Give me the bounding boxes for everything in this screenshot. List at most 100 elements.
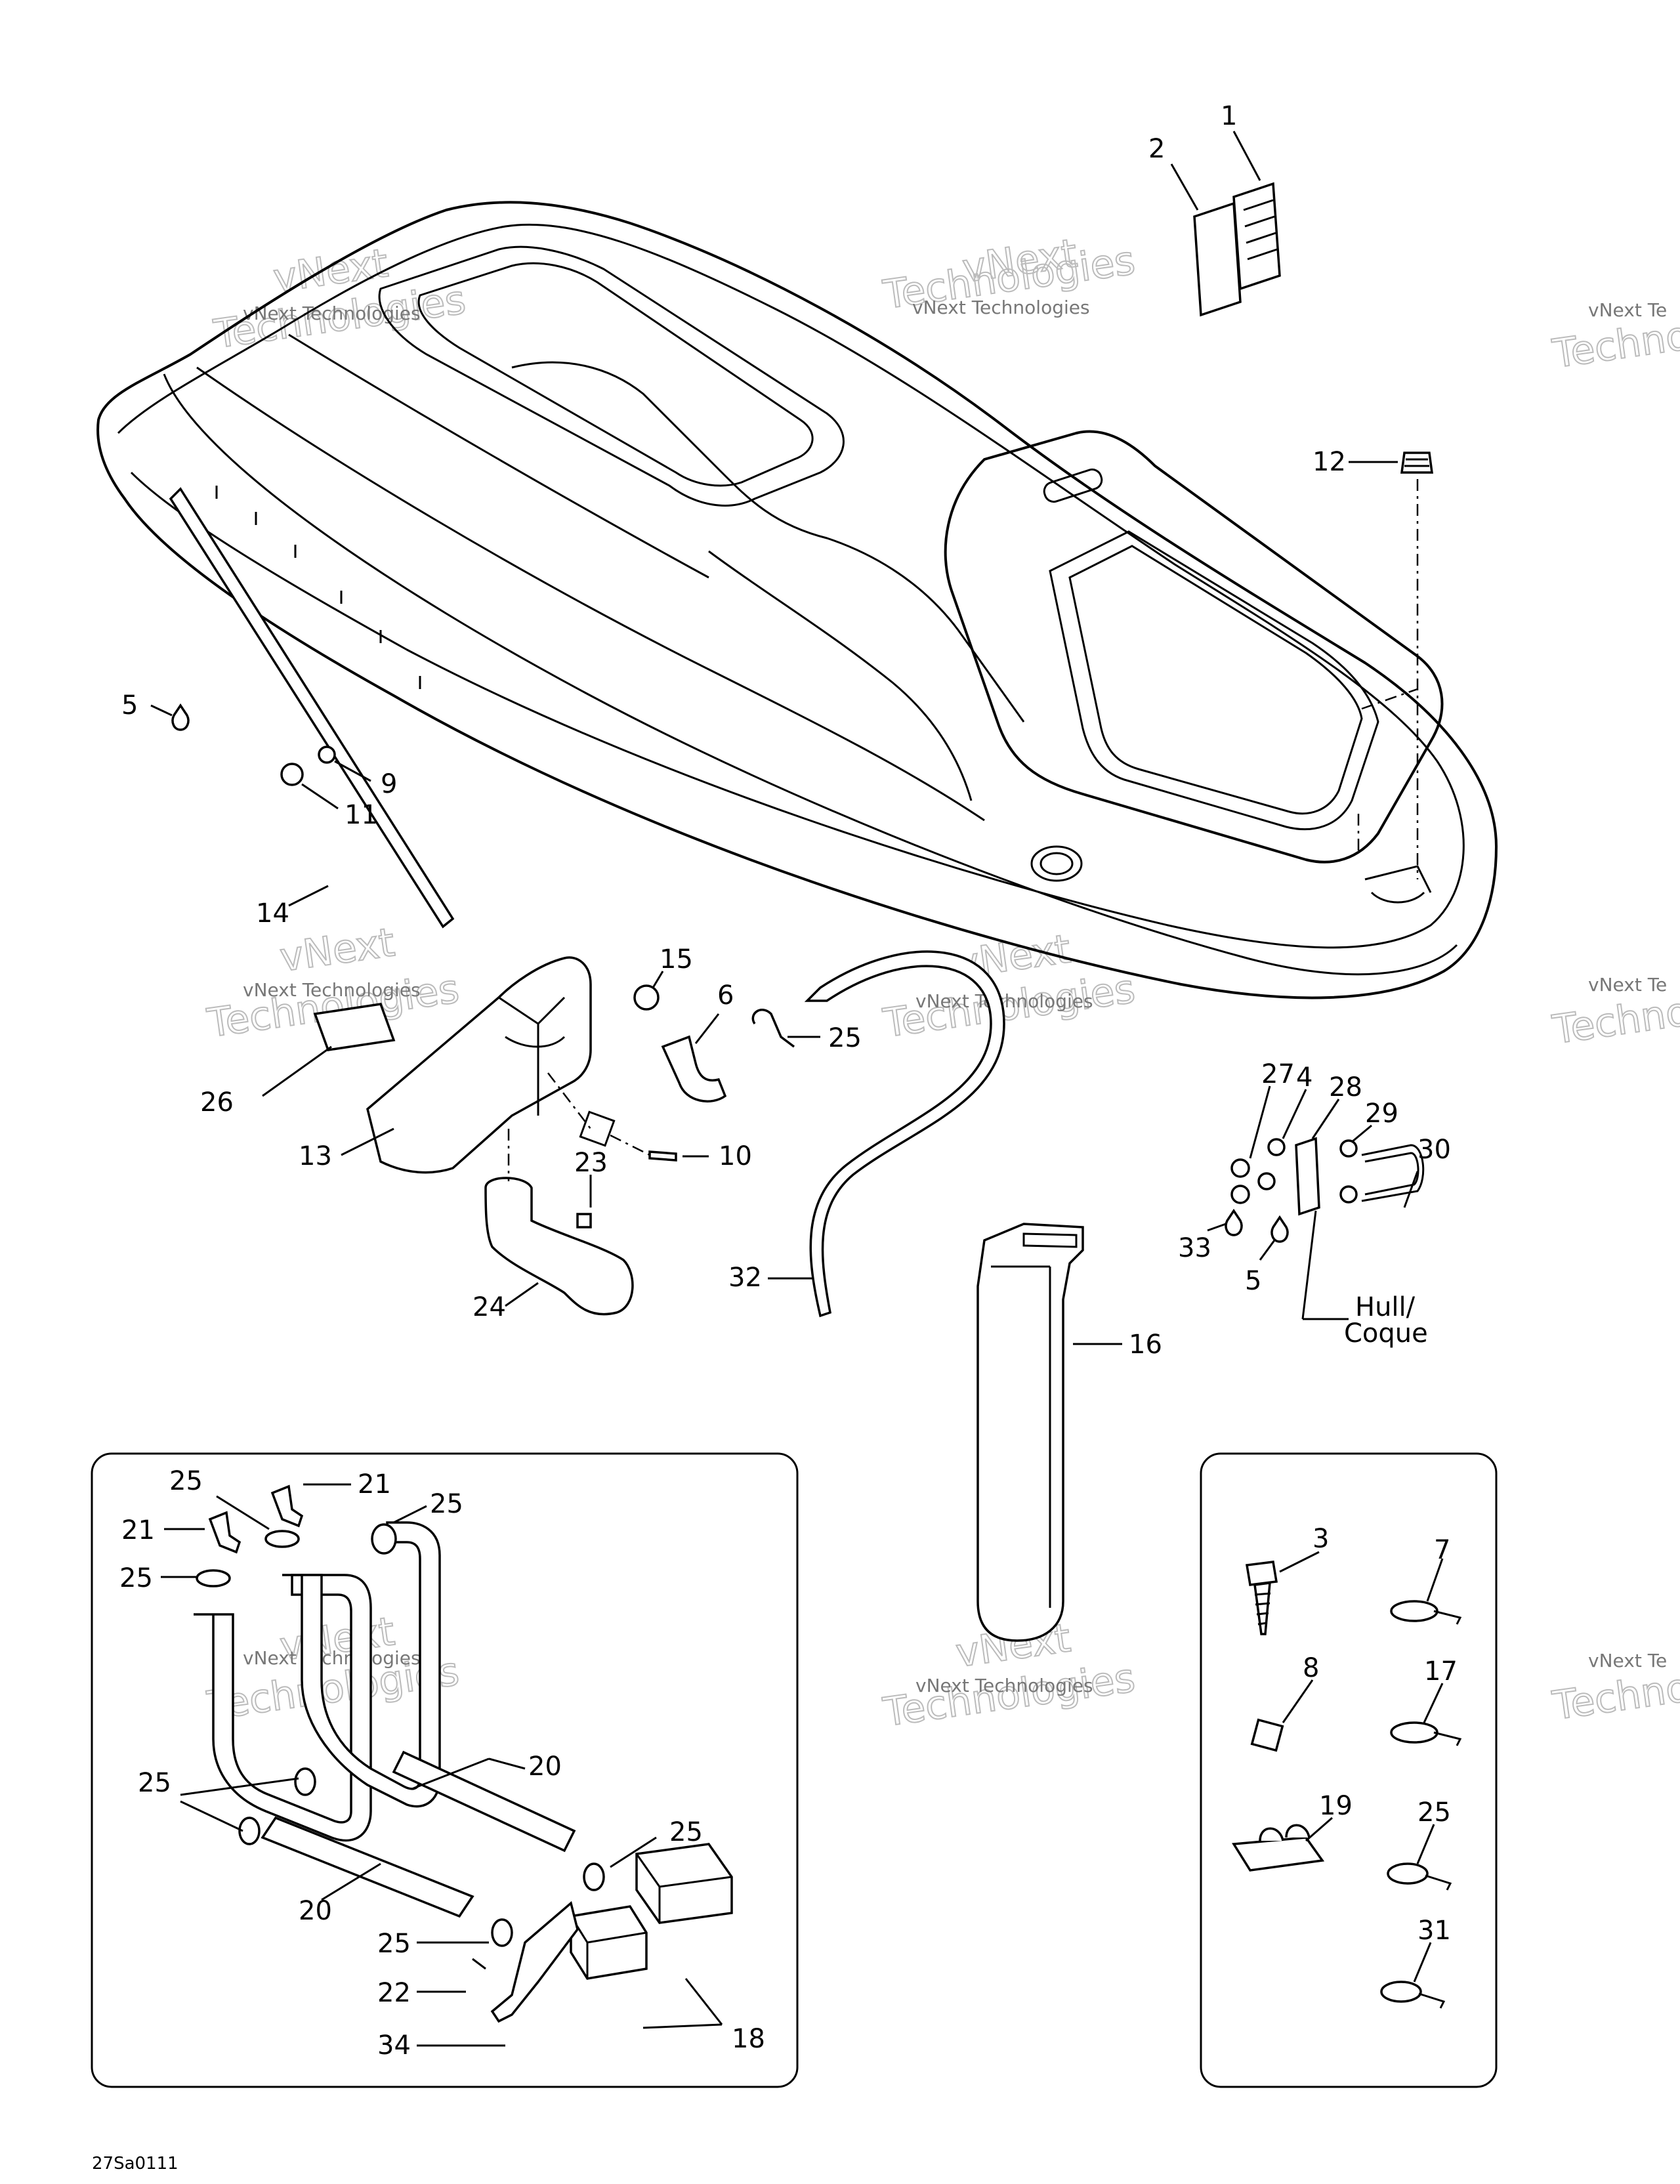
callout-25: 25 bbox=[119, 1563, 153, 1593]
u-bolt-30 bbox=[1361, 1144, 1425, 1202]
filler-cap-inner bbox=[1040, 852, 1074, 875]
fuel-filter-18b bbox=[570, 1905, 648, 1980]
leader-line bbox=[1170, 163, 1199, 211]
watermark-small: vNext Technologies bbox=[915, 990, 1093, 1012]
fuel-line-b bbox=[392, 1750, 576, 1853]
foam-pad bbox=[313, 1003, 396, 1051]
clamp bbox=[371, 1523, 397, 1555]
rub-rail bbox=[169, 487, 455, 929]
clip-19-loop bbox=[1259, 1827, 1284, 1841]
callout-16: 16 bbox=[1129, 1330, 1162, 1360]
leader-line bbox=[488, 1757, 526, 1770]
callout-4: 4 bbox=[1296, 1062, 1312, 1093]
leader-line bbox=[341, 1127, 394, 1156]
callout-25: 25 bbox=[1418, 1797, 1451, 1828]
inset-fasteners: 3 7 8 17 19 25 31 bbox=[1200, 1452, 1498, 2088]
rub-rail-studs bbox=[215, 486, 421, 689]
foam-screen bbox=[579, 1110, 616, 1147]
clamp-25 bbox=[1387, 1862, 1429, 1885]
clamp-31 bbox=[1380, 1981, 1422, 2003]
u-bolt-30-inner bbox=[1364, 1152, 1419, 1196]
nut-5b bbox=[1270, 1215, 1289, 1243]
callout-11: 11 bbox=[345, 800, 378, 830]
clamp-tail bbox=[1418, 1992, 1446, 2009]
footwell-tray-inner bbox=[417, 262, 814, 487]
clamp bbox=[238, 1816, 261, 1845]
callout-25: 25 bbox=[828, 1023, 862, 1053]
grille-slats bbox=[1243, 199, 1278, 261]
hull-label: Coque bbox=[1344, 1318, 1428, 1349]
clamp-tail bbox=[1425, 1874, 1452, 1891]
callout-25: 25 bbox=[377, 1929, 411, 1959]
watermark-small: vNext Te bbox=[1588, 1650, 1667, 1671]
leader-line bbox=[1305, 1816, 1333, 1842]
callout-5: 5 bbox=[1245, 1266, 1261, 1296]
watermark-small: vNext Technologies bbox=[243, 1647, 421, 1669]
leader-line bbox=[642, 2023, 723, 2029]
watermark-small: vNext Technologies bbox=[912, 297, 1090, 318]
fuel-filter-edge bbox=[635, 1853, 732, 1923]
leader-line bbox=[1207, 1223, 1227, 1232]
clamp-25 bbox=[751, 1009, 795, 1048]
leader-line bbox=[1423, 1683, 1444, 1723]
fuel-tube-20 bbox=[194, 1574, 372, 1842]
screw-23 bbox=[576, 1213, 592, 1228]
intake-group: 26 13 10 23 24 15 6 25 32 bbox=[200, 944, 1005, 1322]
air-intake-detail bbox=[498, 996, 566, 1116]
callout-28: 28 bbox=[1329, 1072, 1362, 1102]
nut-9 bbox=[318, 746, 336, 764]
vent-grille-parts: 1 2 12 bbox=[1148, 101, 1433, 477]
hull-hardware-cluster: 27 4 28 29 30 33 5 Hull/ Coque bbox=[1178, 1059, 1451, 1349]
fuel-tube-20b bbox=[282, 1521, 441, 1808]
storage-hatch bbox=[1049, 530, 1379, 831]
leader-line bbox=[150, 704, 173, 717]
nut-27 bbox=[1230, 1158, 1250, 1178]
callout-20: 20 bbox=[528, 1752, 562, 1782]
clamp bbox=[196, 1569, 231, 1587]
clamp bbox=[264, 1530, 300, 1548]
vent-cover bbox=[1193, 201, 1242, 317]
callout-6: 6 bbox=[717, 980, 734, 1011]
callout-29: 29 bbox=[1365, 1099, 1398, 1129]
leader-line bbox=[1249, 1085, 1271, 1159]
footwell-tray bbox=[378, 245, 845, 507]
drain-hose-32 bbox=[804, 950, 1005, 1318]
clamp bbox=[294, 1767, 316, 1796]
watermark-big: Technol bbox=[1549, 987, 1680, 1053]
leader-line bbox=[694, 1013, 720, 1044]
callout-21: 21 bbox=[121, 1515, 155, 1545]
nut-33 bbox=[1225, 1208, 1243, 1236]
leader-line bbox=[180, 1800, 243, 1832]
callout-25: 25 bbox=[430, 1489, 463, 1519]
leader-line bbox=[1351, 1124, 1372, 1143]
screw-22 bbox=[472, 1958, 486, 1970]
leader-line bbox=[180, 1777, 299, 1796]
elbow-hose bbox=[484, 1177, 634, 1316]
watermark-small: vNext Technologies bbox=[915, 1675, 1093, 1696]
leader-line bbox=[1232, 131, 1261, 181]
leader-line bbox=[652, 971, 664, 988]
washer-4b bbox=[1257, 1172, 1276, 1190]
air-intake-detail bbox=[505, 1036, 566, 1048]
watermark-big: Technol bbox=[1549, 1663, 1680, 1729]
callout-23: 23 bbox=[574, 1148, 608, 1178]
clip-19 bbox=[1232, 1836, 1325, 1872]
side-rail-2 bbox=[288, 333, 709, 579]
inset-fuel-lines: 25 21 25 21 25 25 20 25 20 25 22 34 18 bbox=[91, 1452, 799, 2088]
nose-detail bbox=[1364, 865, 1432, 893]
washer-29 bbox=[1339, 1139, 1358, 1158]
watermark-small: vNext Technologies bbox=[243, 303, 421, 324]
washer-11 bbox=[280, 763, 304, 786]
hull-label: Hull/ bbox=[1355, 1292, 1416, 1322]
watermark-big: Technol bbox=[1549, 311, 1680, 377]
hull-outline bbox=[96, 201, 1498, 999]
callout-3: 3 bbox=[1312, 1524, 1329, 1554]
leader-line bbox=[1426, 1558, 1444, 1602]
callout-25: 25 bbox=[669, 1817, 703, 1847]
callout-32: 32 bbox=[728, 1263, 762, 1293]
fitting-6 bbox=[661, 1035, 727, 1102]
callout-31: 31 bbox=[1418, 1916, 1451, 1946]
callout-21: 21 bbox=[358, 1469, 391, 1500]
callout-8: 8 bbox=[1303, 1653, 1319, 1683]
